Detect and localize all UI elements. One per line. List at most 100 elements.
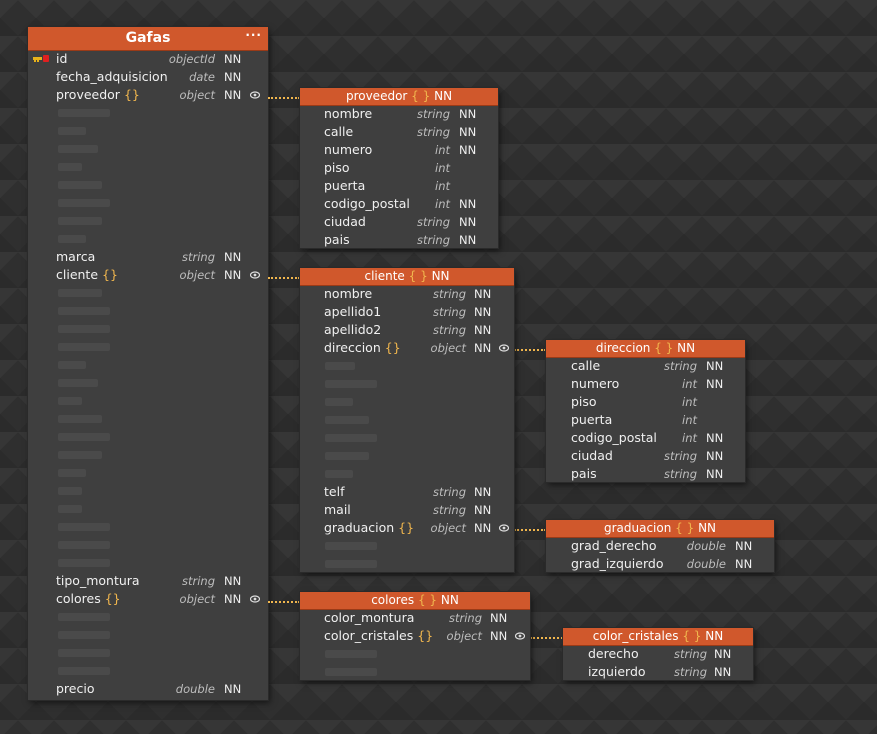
eye-icon[interactable]	[250, 270, 260, 280]
subdocument-title[interactable]: proveedor { } NN	[300, 88, 498, 106]
field-type: string	[663, 467, 697, 481]
relationship-connector	[268, 601, 300, 603]
field-nn: NN	[224, 70, 242, 84]
field-name: numero	[324, 142, 373, 157]
field-type: int	[682, 377, 697, 391]
field-row[interactable]: direccion {} object NN	[300, 339, 514, 357]
collection-title[interactable]: Gafas ···	[28, 27, 268, 51]
field-row[interactable]: tipo_montura string NN	[28, 572, 268, 590]
object-brace: { }	[408, 269, 428, 283]
field-row[interactable]: cliente {} object NN	[28, 266, 268, 284]
field-name: tipo_montura	[56, 573, 140, 588]
field-type: object	[446, 629, 482, 643]
field-nn: NN	[474, 485, 492, 499]
field-row[interactable]: id objectId NN	[28, 50, 268, 68]
field-row[interactable]: proveedor {} object NN	[28, 86, 268, 104]
collapsed-field-placeholder	[58, 343, 110, 351]
collapsed-field-placeholder	[58, 307, 110, 315]
field-nn: NN	[224, 250, 242, 264]
collection-gafas[interactable]: Gafas ··· id objectId NN fecha_adquisici…	[28, 27, 268, 700]
object-brace: {}	[398, 520, 415, 535]
collapsed-field-placeholder	[325, 470, 353, 478]
collapsed-field-placeholder	[58, 199, 110, 207]
subdocument-title[interactable]: direccion { } NN	[546, 340, 745, 358]
collapsed-field-placeholder	[58, 109, 110, 117]
object-brace: {}	[104, 591, 121, 606]
subdocument-title[interactable]: graduacion { } NN	[546, 520, 774, 538]
field-nn: NN	[714, 647, 732, 661]
eye-icon[interactable]	[515, 631, 525, 641]
field-row[interactable]: piso int	[546, 393, 745, 411]
collapsed-field-placeholder	[58, 127, 86, 135]
subdocument-title-text: proveedor	[345, 89, 408, 103]
field-row[interactable]: graduacion {} object NN	[300, 519, 514, 537]
field-name: ciudad	[571, 448, 613, 463]
field-name: grad_izquierdo	[571, 556, 664, 571]
field-name: piso	[571, 394, 597, 409]
field-row[interactable]: color_cristales {} object NN	[300, 627, 530, 645]
field-nn: NN	[474, 287, 492, 301]
field-nn: NN	[714, 665, 732, 679]
eye-icon[interactable]	[250, 594, 260, 604]
field-row[interactable]: precio double NN	[28, 680, 268, 698]
field-nn: NN	[474, 305, 492, 319]
collapsed-field-placeholder	[325, 434, 377, 442]
collapsed-field-placeholder	[58, 559, 110, 567]
eye-icon[interactable]	[499, 343, 509, 353]
collapsed-field-placeholder	[58, 541, 110, 549]
field-type: int	[435, 161, 450, 175]
field-nn: NN	[474, 503, 492, 517]
subdocument-title[interactable]: colores { } NN	[300, 592, 530, 610]
field-row[interactable]: marca string NN	[28, 248, 268, 266]
eye-icon[interactable]	[499, 523, 509, 533]
collapsed-field-placeholder	[58, 325, 110, 333]
field-type: int	[682, 431, 697, 445]
field-nn: NN	[490, 629, 508, 643]
subdocument-title[interactable]: color_cristales { } NN	[563, 628, 753, 646]
field-name: proveedor {}	[56, 87, 140, 102]
field-type: int	[682, 395, 697, 409]
object-brace: { }	[417, 593, 438, 607]
collapsed-field-placeholder	[58, 289, 102, 297]
more-menu-icon[interactable]: ···	[245, 28, 262, 42]
field-type: double	[686, 557, 726, 571]
field-type: string	[181, 250, 215, 264]
field-row[interactable]: colores {} object NN	[28, 590, 268, 608]
subdocument-title[interactable]: cliente { } NN	[300, 268, 514, 286]
field-row[interactable]: fecha_adquisicion date NN	[28, 68, 268, 86]
collapsed-field-placeholder	[58, 217, 102, 225]
eye-icon[interactable]	[250, 90, 260, 100]
nn-label: NN	[440, 593, 459, 607]
collection-title-text: Gafas	[125, 30, 171, 46]
